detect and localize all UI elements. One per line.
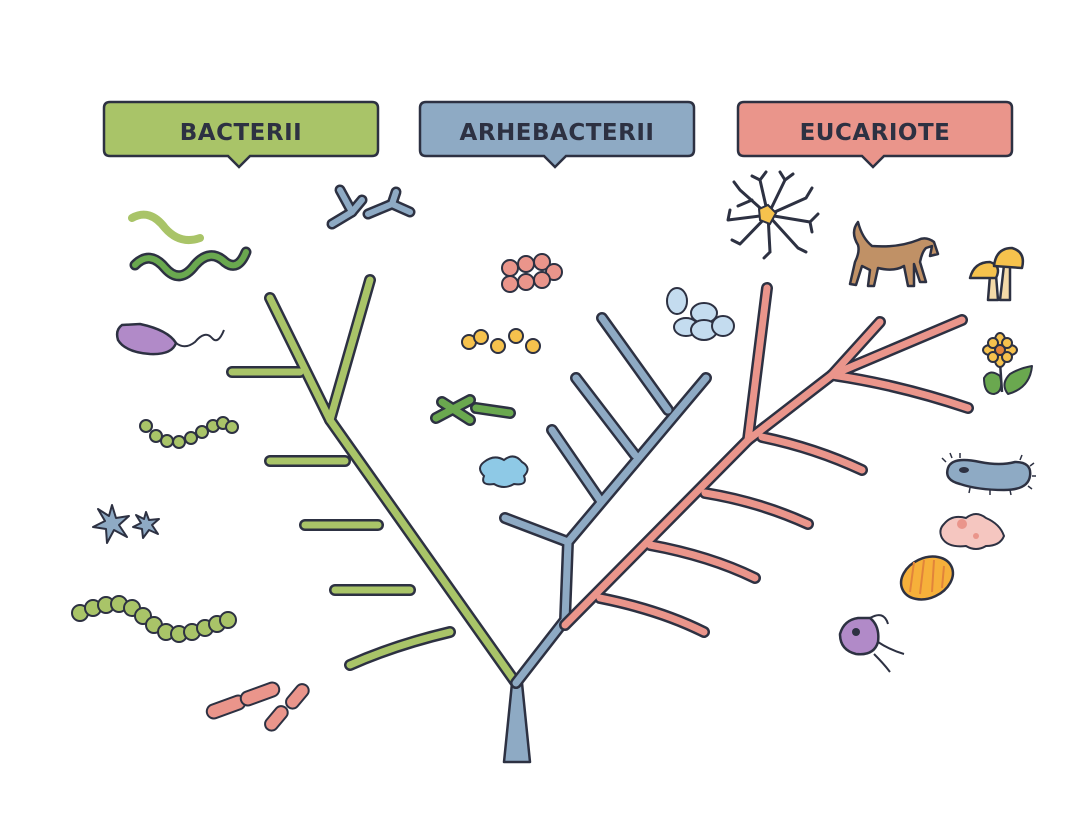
amoeboid-archaea-icon: [479, 455, 529, 488]
tree-trunk: [502, 681, 532, 764]
flagellate-protist-icon: [838, 614, 905, 673]
eukaryota-branches: [559, 282, 974, 638]
diatom-icon: [899, 555, 955, 601]
coccus-cluster-icon: [501, 253, 563, 293]
diplobacillus-icon: [205, 681, 310, 732]
domain-label-text-eukaryota: EUCARIOTE: [800, 120, 951, 146]
cat-icon: [848, 220, 940, 288]
amoeba-icon: [939, 513, 1006, 550]
oval-cells-icon: [666, 287, 735, 341]
archaea-branches: [499, 312, 712, 689]
spirochete-icon: [129, 246, 252, 282]
star-bacteria-icon: [92, 504, 160, 544]
domain-label-bacteria: BACTERII: [102, 100, 380, 169]
flagellated-bacillus-icon: [115, 322, 225, 356]
label-box-eukaryota: [736, 100, 1014, 169]
mushroom-icon: [968, 246, 1025, 302]
domain-label-text-archaea: ARHEBACTERII: [460, 120, 655, 146]
flower-icon: [982, 332, 1033, 395]
label-box-bacteria: [102, 100, 380, 169]
label-box-archaea: [418, 100, 696, 169]
domain-label-eukaryota: EUCARIOTE: [736, 100, 1014, 169]
neuron-icon: [726, 170, 820, 260]
streptococcus-icon: [139, 416, 239, 449]
spirillum-icon: [128, 210, 204, 244]
paramecium-icon: [941, 452, 1036, 496]
streptobacillus-chain-icon: [71, 595, 237, 643]
bacteria-branches: [226, 274, 522, 689]
rod-archaea-icon: [430, 394, 516, 426]
scattered-cocci-icon: [461, 328, 541, 354]
domain-label-text-bacteria: BACTERII: [180, 120, 302, 146]
branched-actinomyces-icon: [326, 184, 416, 230]
domain-label-archaea: ARHEBACTERII: [418, 100, 696, 169]
